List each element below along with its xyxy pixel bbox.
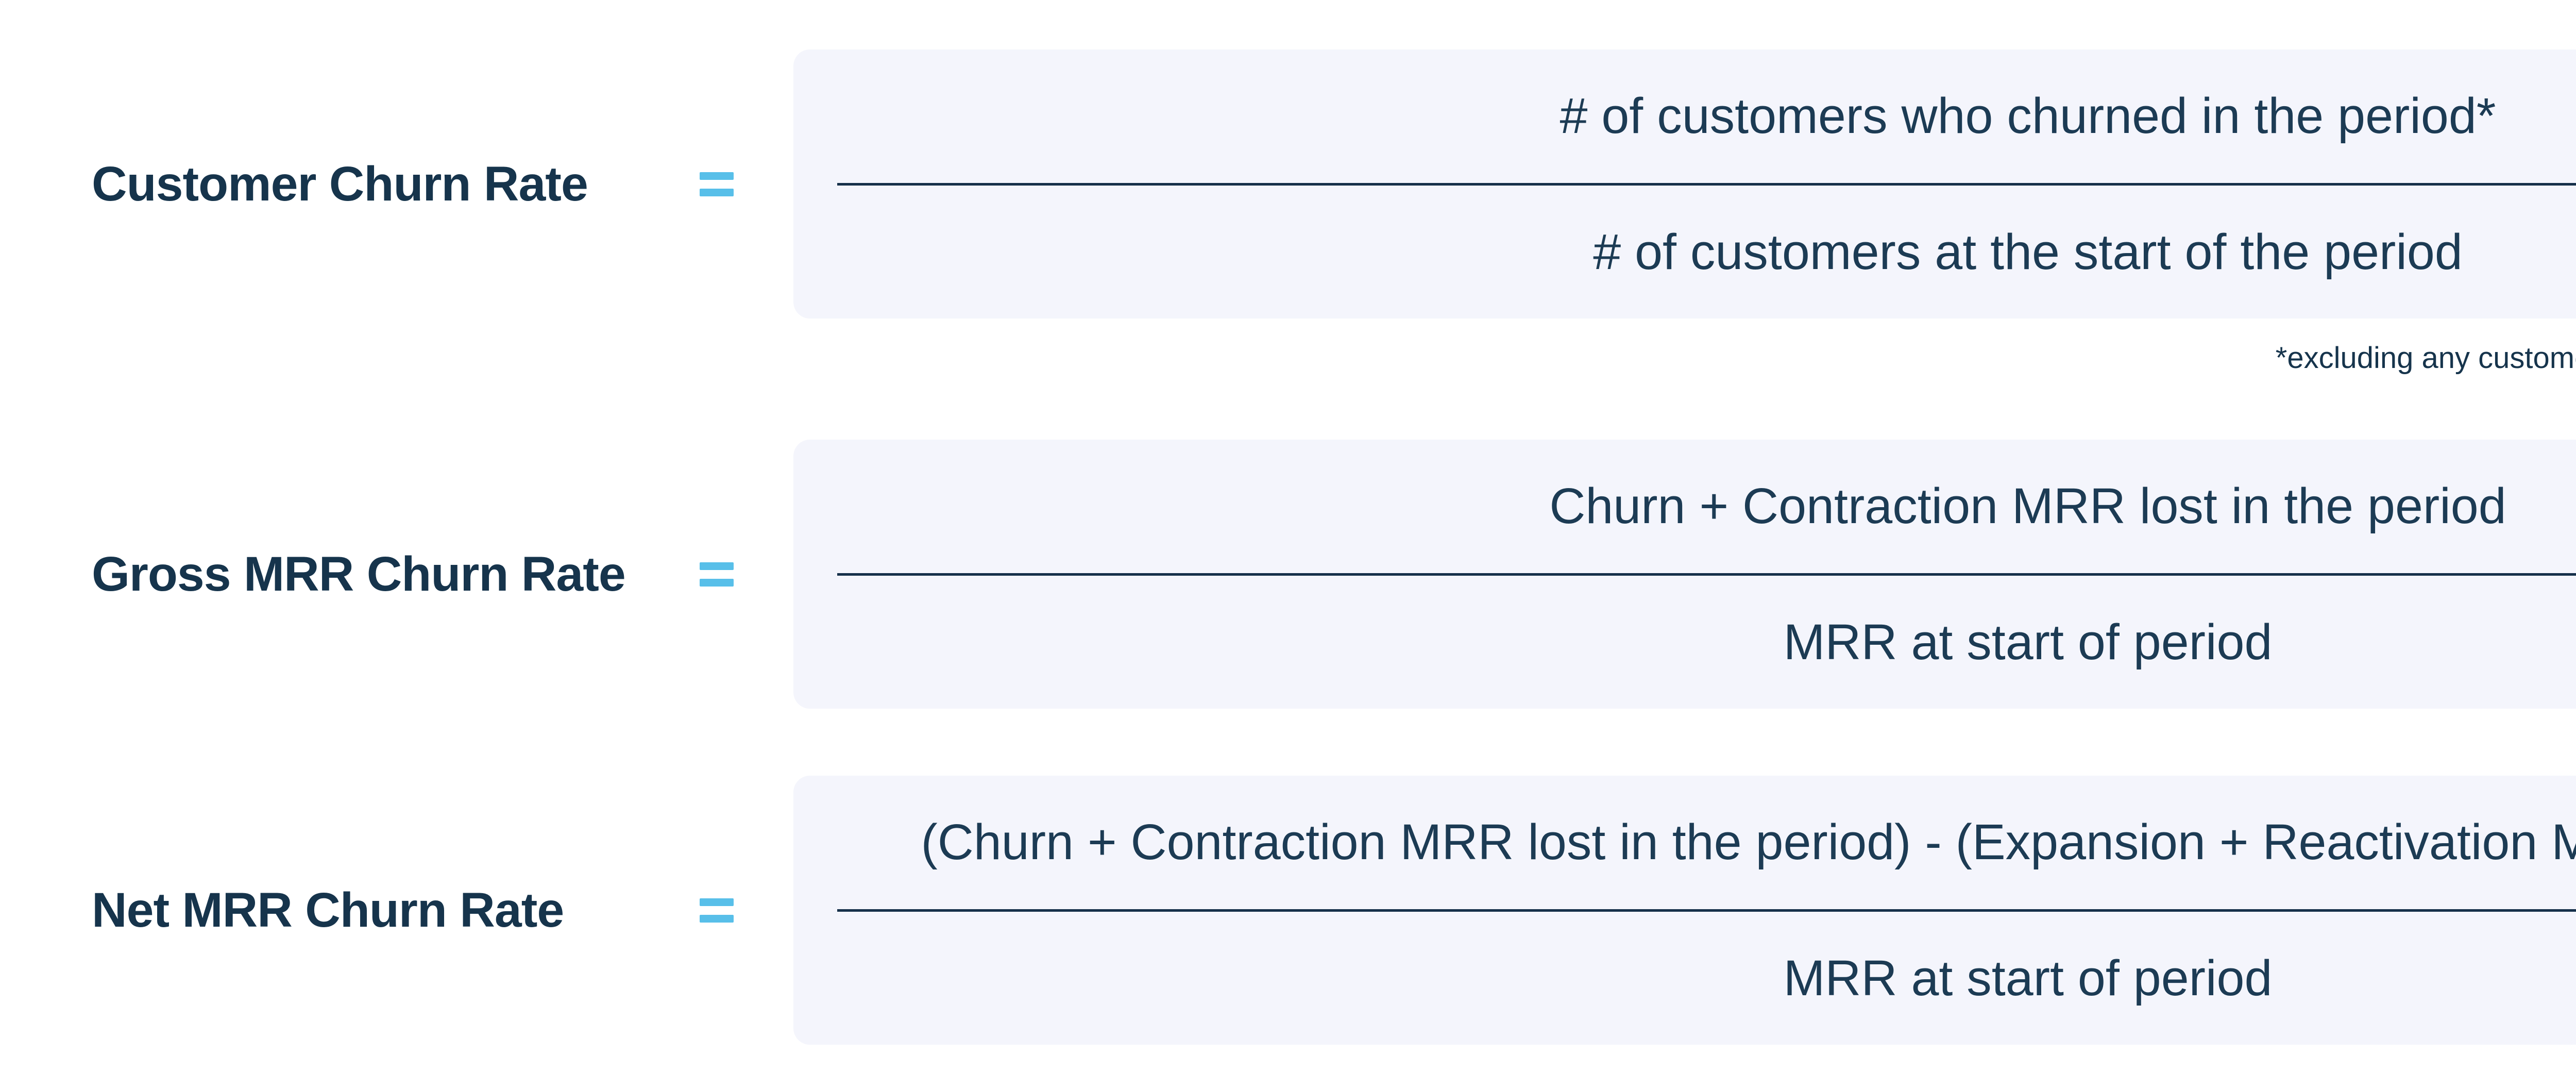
equals-icon (700, 49, 734, 319)
formula-box-customer-churn: # of customers who churned in the period… (793, 49, 2576, 319)
equals-icon (700, 776, 734, 1045)
fraction-bar (837, 573, 2576, 576)
formula-row-gross-mrr-churn: Gross MRR Churn Rate Churn + Contraction… (0, 440, 2576, 709)
denominator-text: MRR at start of period (1783, 949, 2273, 1006)
row-label-customer-churn-rate: Customer Churn Rate (92, 156, 588, 211)
equals-bottom-bar (700, 188, 734, 196)
formula-box-gross-mrr-churn: Churn + Contraction MRR lost in the peri… (793, 440, 2576, 709)
fraction-bar (837, 182, 2576, 186)
numerator-text: Churn + Contraction MRR lost in the peri… (1549, 478, 2506, 534)
equals-icon (700, 440, 734, 709)
numerator-text: (Churn + Contraction MRR lost in the per… (921, 814, 2576, 871)
row-label-gross-mrr-churn-rate: Gross MRR Churn Rate (92, 546, 626, 601)
equals-bottom-bar (700, 914, 734, 923)
footnote: *excluding any customers who both joined… (2275, 341, 2576, 375)
equals-bottom-bar (700, 578, 734, 587)
equals-top-bar (700, 172, 734, 180)
denominator-text: MRR at start of period (1783, 613, 2273, 670)
equals-top-bar (700, 898, 734, 906)
equals-top-bar (700, 562, 734, 570)
formula-box-net-mrr-churn: (Churn + Contraction MRR lost in the per… (793, 776, 2576, 1045)
formula-row-net-mrr-churn: Net MRR Churn Rate (Churn + Contraction … (0, 776, 2576, 1045)
numerator-text: # of customers who churned in the period… (1560, 88, 2496, 144)
fraction-bar (837, 909, 2576, 912)
denominator-text: # of customers at the start of the perio… (1593, 223, 2463, 280)
row-label-net-mrr-churn-rate: Net MRR Churn Rate (92, 882, 564, 938)
formula-row-customer-churn: Customer Churn Rate # of customers who c… (0, 49, 2576, 319)
